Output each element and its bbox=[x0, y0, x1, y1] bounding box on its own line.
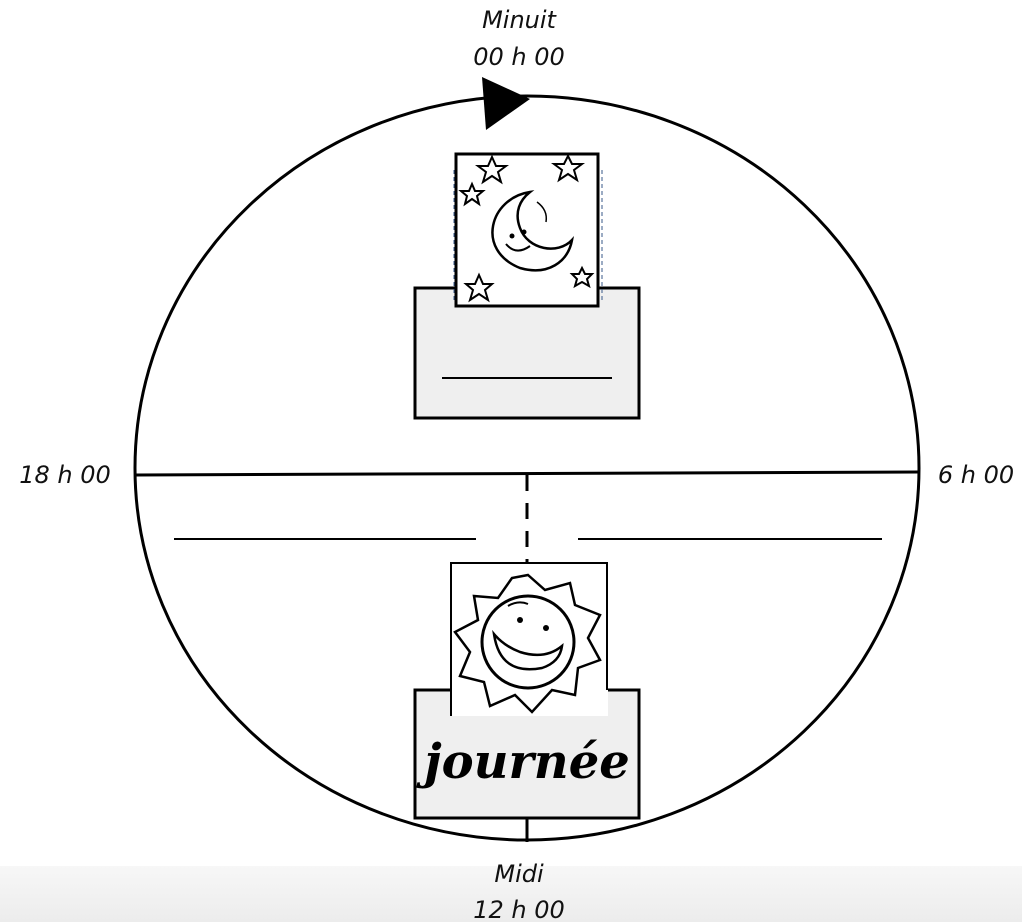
star-icon bbox=[463, 272, 495, 303]
sun-icon bbox=[450, 562, 608, 716]
midnight-time-label: 00 h 00 bbox=[473, 43, 565, 71]
star-icon bbox=[458, 181, 486, 207]
arrow-right-icon bbox=[482, 77, 530, 130]
horizon-line bbox=[135, 470, 920, 477]
star-icon bbox=[569, 265, 595, 289]
time-6h-label: 6 h 00 bbox=[938, 461, 1014, 489]
noon-label: Midi bbox=[494, 860, 544, 888]
star-icon bbox=[551, 153, 585, 183]
moon-stars-icon bbox=[453, 152, 603, 308]
time-18h-label: 18 h 00 bbox=[19, 461, 111, 489]
midnight-label: Minuit bbox=[482, 6, 557, 34]
noon-time-label: 12 h 00 bbox=[473, 896, 565, 922]
day-word: journée bbox=[416, 734, 630, 790]
star-icon bbox=[475, 154, 509, 185]
bottom-fade bbox=[0, 866, 1022, 922]
night-box bbox=[413, 286, 641, 420]
